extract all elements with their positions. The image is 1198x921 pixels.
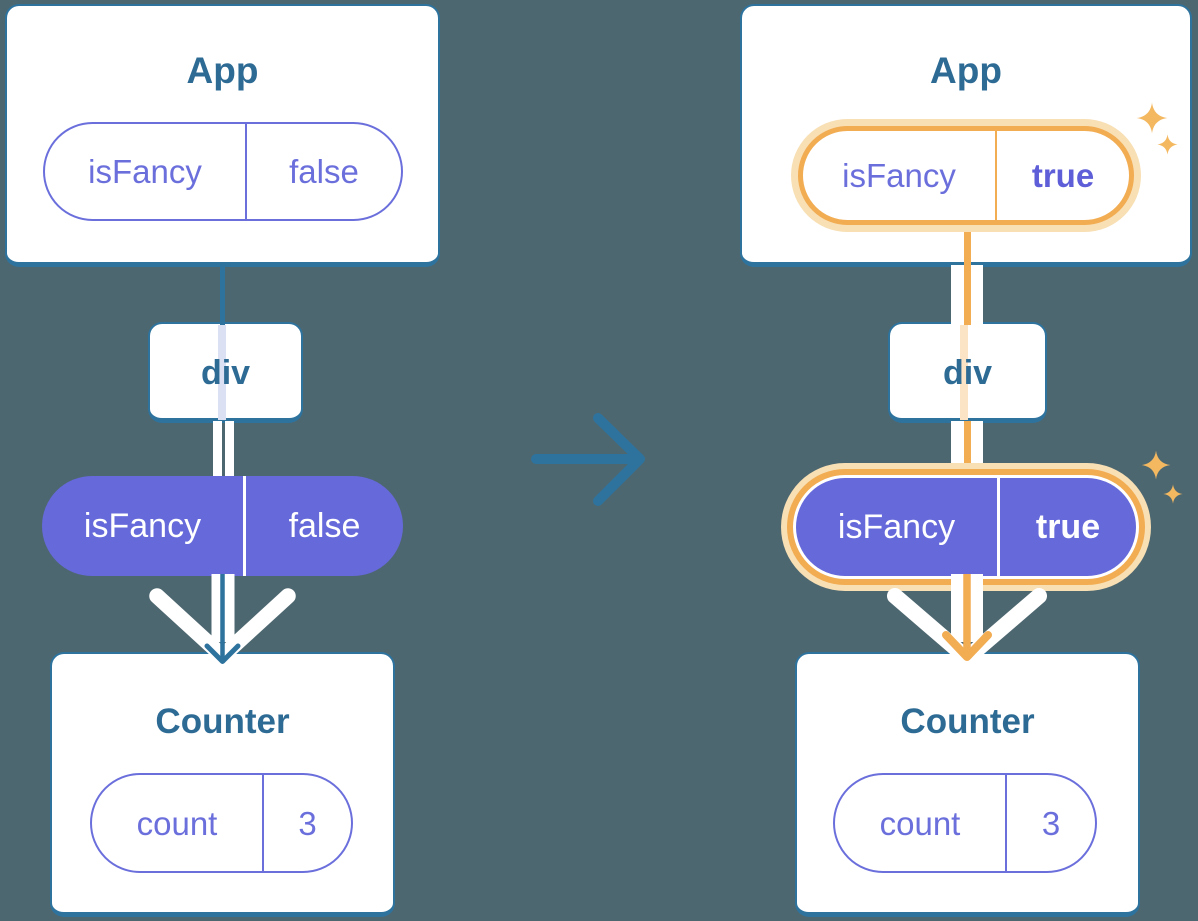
prop-line-through-div-left [218, 325, 226, 420]
state-value: false [289, 153, 359, 190]
app-state-pill-left: isFancy false [43, 122, 403, 221]
counter-title-right: Counter [900, 702, 1035, 741]
prop-pill-right: isFancy true [796, 478, 1136, 576]
state-name: count [835, 775, 1007, 871]
sparkle-icon [1141, 450, 1171, 480]
state-value: 3 [1041, 804, 1061, 842]
state-flow-line [963, 230, 971, 267]
state-value: true [1031, 157, 1095, 194]
down-arrow-icon [887, 574, 1047, 666]
counter-state-pill-right: count 3 [833, 773, 1097, 873]
state-name: isFancy [45, 124, 247, 219]
state-flow-line [963, 265, 971, 325]
sparkle-icon [1136, 102, 1168, 134]
app-title-right: App [930, 50, 1002, 91]
state-name: isFancy [803, 131, 997, 220]
state-name: count [92, 775, 264, 871]
prop-value: false [288, 507, 361, 545]
prop-flow-line [225, 421, 234, 478]
counter-title-left: Counter [155, 702, 290, 741]
prop-name: isFancy [42, 476, 246, 576]
app-title-left: App [186, 50, 259, 91]
sparkle-icon [1157, 134, 1178, 155]
connector-app-div-left [219, 265, 225, 325]
prop-name: isFancy [796, 478, 1000, 576]
state-line-through-div-right [959, 325, 968, 420]
prop-pill-left: isFancy false [42, 476, 403, 576]
right-arrow-icon [531, 413, 645, 506]
prop-value: true [1035, 508, 1101, 546]
app-state-pill-right: isFancy true [798, 126, 1134, 225]
sparkle-icon [1163, 484, 1183, 504]
div-card-right [888, 322, 1047, 423]
counter-state-pill-left: count 3 [90, 773, 353, 873]
div-title-left: div [200, 354, 251, 392]
state-value: 3 [298, 804, 317, 842]
down-arrow-icon [149, 574, 296, 664]
prop-flow-line [213, 421, 222, 478]
state-flow-line [963, 421, 971, 480]
div-title-right: div [942, 354, 993, 392]
